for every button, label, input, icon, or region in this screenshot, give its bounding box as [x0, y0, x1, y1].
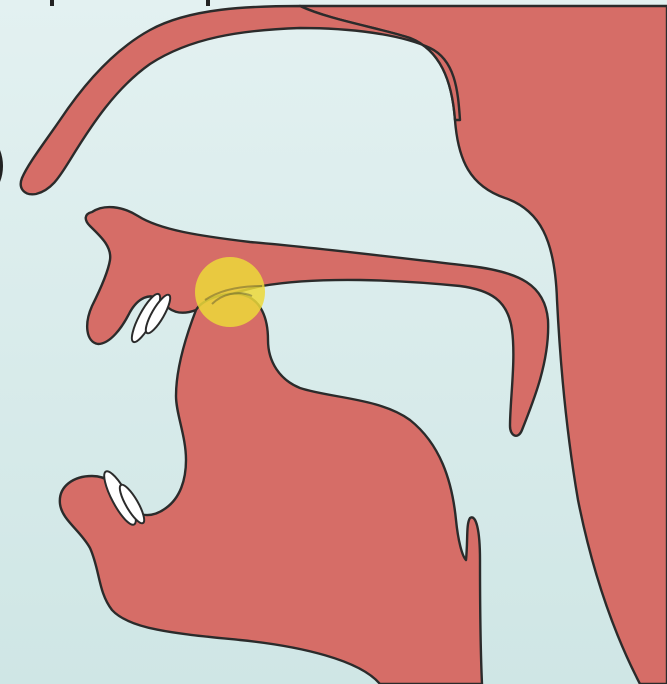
cropped-mark — [50, 0, 54, 6]
cropped-mark — [206, 0, 210, 6]
articulation-highlight — [195, 257, 265, 327]
